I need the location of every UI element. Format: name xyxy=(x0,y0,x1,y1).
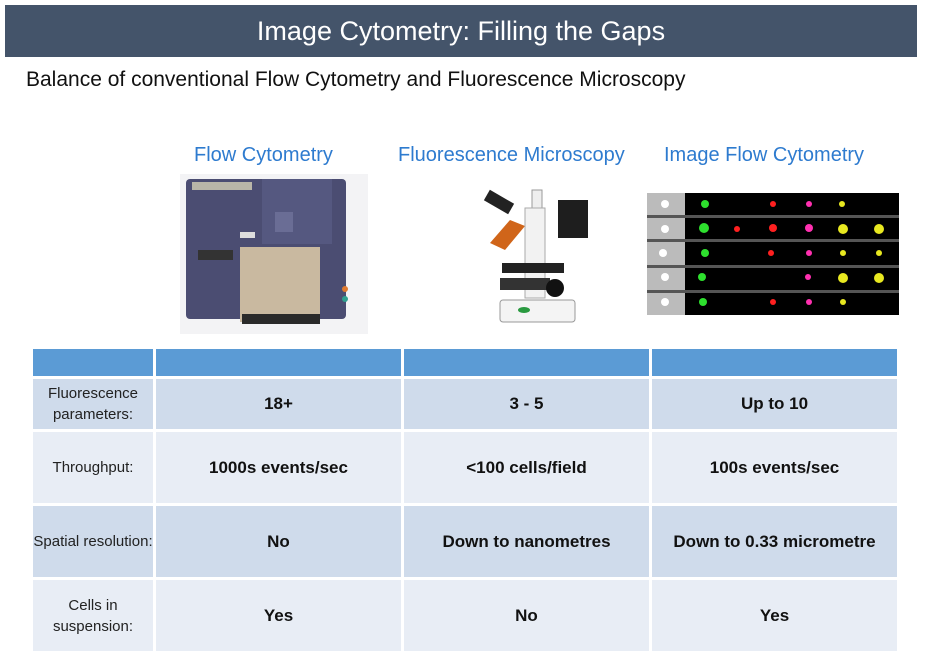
table-header-row xyxy=(30,346,900,379)
slide-subtitle: Balance of conventional Flow Cytometry a… xyxy=(26,68,686,91)
microscope-image xyxy=(470,188,590,328)
comparison-table: Fluorescence parameters: 18+ 3 - 5 Up to… xyxy=(30,346,900,654)
cell-fluorescence-microscopy: <100 cells/field xyxy=(401,429,652,506)
cell-fluorescence-microscopy: 3 - 5 xyxy=(401,376,652,432)
table-row: Throughput: 1000s events/sec <100 cells/… xyxy=(30,429,900,506)
cell-flow-cytometry: No xyxy=(153,503,404,580)
heading-flow-cytometry: Flow Cytometry xyxy=(194,144,333,166)
heading-image-flow-cytometry: Image Flow Cytometry xyxy=(664,144,865,166)
flow-cytometer-image xyxy=(180,174,368,334)
row-label: Throughput: xyxy=(30,429,156,506)
row-label: Spatial resolution: xyxy=(30,503,156,580)
table-row: Cells in suspension: Yes No Yes xyxy=(30,577,900,654)
table-row: Fluorescence parameters: 18+ 3 - 5 Up to… xyxy=(30,376,900,432)
heading-fluorescence-microscopy: Fluorescence Microscopy xyxy=(398,144,625,166)
cell-flow-cytometry: Yes xyxy=(153,577,404,654)
image-flow-cytometry-image xyxy=(647,193,899,315)
cell-flow-cytometry: 1000s events/sec xyxy=(153,429,404,506)
cell-image-flow-cytometry: Up to 10 xyxy=(649,376,900,432)
row-label: Cells in suspension: xyxy=(30,577,156,654)
cell-image-flow-cytometry: Down to 0.33 micrometre xyxy=(649,503,900,580)
cell-flow-cytometry: 18+ xyxy=(153,376,404,432)
cell-image-flow-cytometry: Yes xyxy=(649,577,900,654)
cell-fluorescence-microscopy: No xyxy=(401,577,652,654)
slide-title: Image Cytometry: Filling the Gaps xyxy=(5,5,917,57)
row-label: Fluorescence parameters: xyxy=(30,376,156,432)
cell-fluorescence-microscopy: Down to nanometres xyxy=(401,503,652,580)
cell-image-flow-cytometry: 100s events/sec xyxy=(649,429,900,506)
table-row: Spatial resolution: No Down to nanometre… xyxy=(30,503,900,580)
